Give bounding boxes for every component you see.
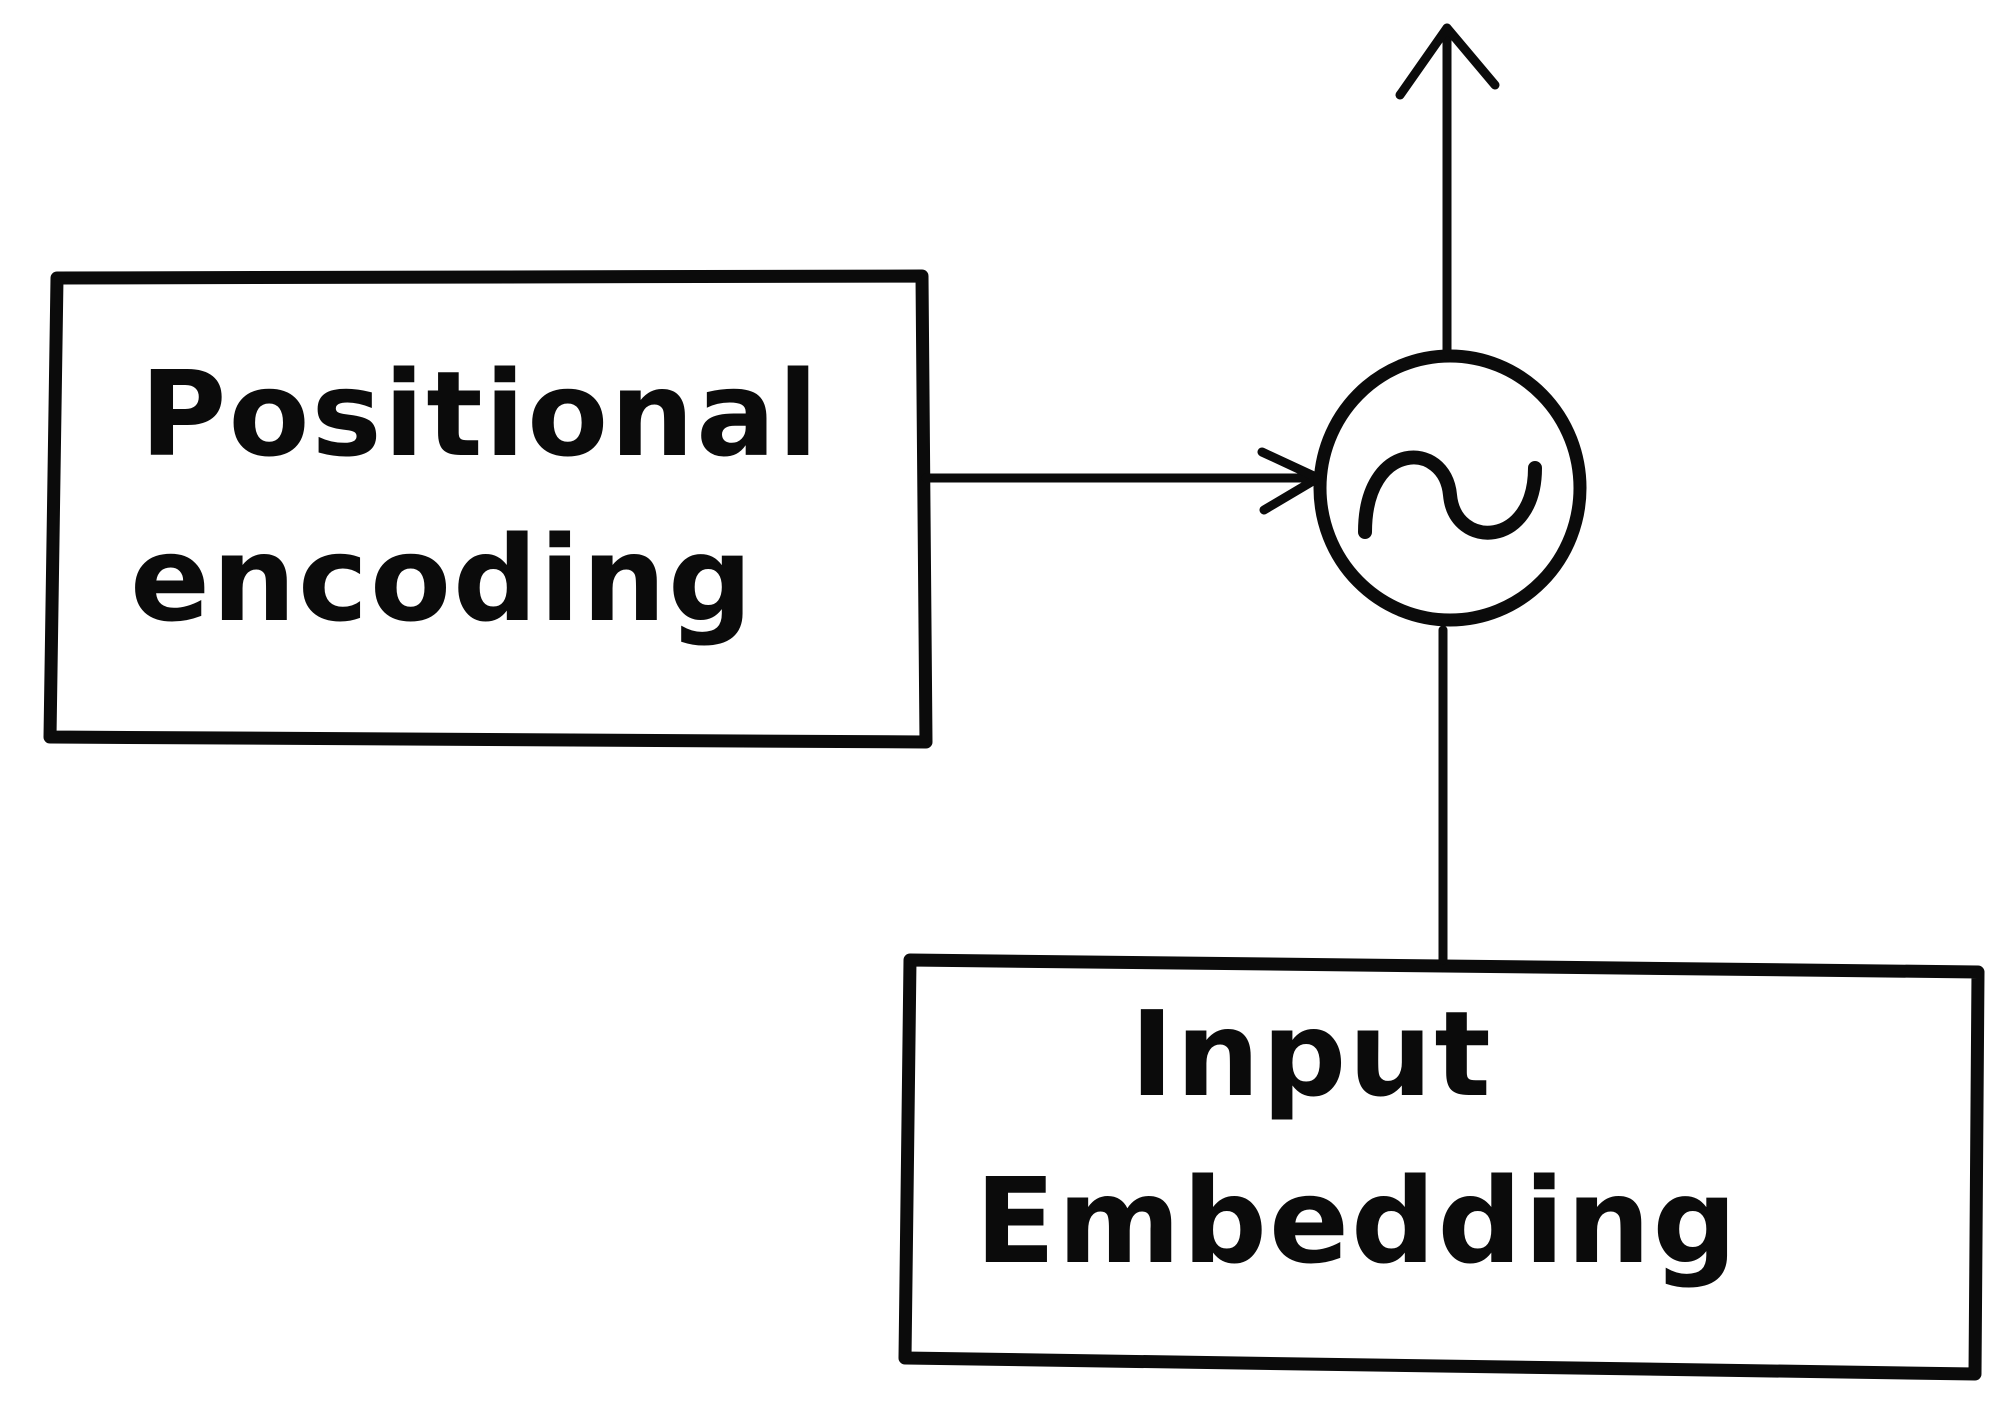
- positional-encoding-box: [43, 269, 933, 749]
- positional-to-combine-arrow: [921, 447, 1323, 515]
- positional-encoding-label-line2: encoding: [130, 510, 754, 648]
- up-arrowhead-icon: [1395, 23, 1500, 100]
- input-embedding-node: Input Embedding: [898, 953, 1985, 1381]
- combine-to-output-arrow: [1395, 23, 1500, 361]
- combine-operator: [1313, 349, 1587, 627]
- input-embedding-label-line1: Input: [1130, 985, 1493, 1123]
- input-embedding-box: [898, 953, 1985, 1381]
- positional-encoding-node: Positional encoding: [43, 269, 933, 749]
- positional-encoding-label-line1: Positional: [140, 345, 820, 483]
- input-embedding-label-line2: Embedding: [975, 1152, 1739, 1290]
- tilde-icon: [1358, 450, 1542, 540]
